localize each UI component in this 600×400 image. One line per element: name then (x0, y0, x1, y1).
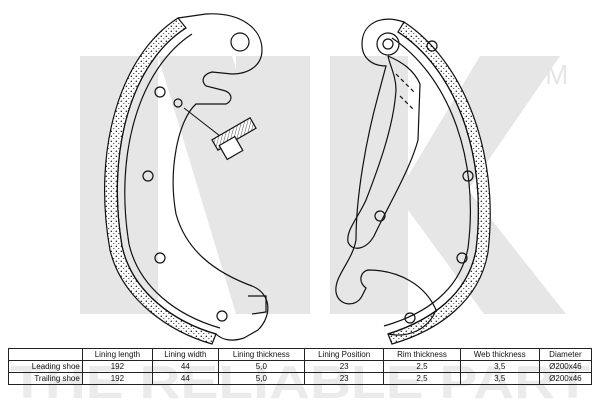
leading-web-hole (154, 252, 166, 264)
spec-header-cell: Lining length (81, 348, 153, 361)
trailing-pivot-hole (376, 32, 400, 56)
trailing-web-outline (335, 18, 437, 336)
table-cell: 23 (303, 360, 385, 373)
table-cell: 5,0 (217, 360, 305, 373)
leading-shoe (104, 13, 269, 345)
parking-lever (347, 55, 421, 249)
table-cell: 2,5 (383, 360, 461, 373)
table-cell: Ø200x46 (538, 360, 593, 373)
row-label: Trailing shoe (8, 372, 83, 385)
leading-lower-tab (248, 295, 267, 315)
trailing-web-hole (462, 170, 474, 182)
spec-header-cell: Lining thickness (217, 348, 305, 361)
spec-header-cell: Lining width (151, 348, 219, 361)
spec-header-cell: Rim thickness (383, 348, 461, 361)
leading-web-hole (154, 86, 166, 98)
table-cell: 3,5 (459, 372, 540, 385)
lever-hidden-edge (395, 73, 415, 111)
trailing-web-hole (404, 312, 416, 324)
trailing-rim (387, 31, 479, 335)
trailing-web-hole (456, 252, 468, 264)
row-label: Leading shoe (8, 360, 83, 373)
leading-web-hole (142, 170, 154, 182)
leading-rim (116, 27, 217, 335)
trailing-shoe (335, 18, 491, 345)
leading-lining (104, 17, 217, 345)
logo-n-right-stroke (236, 56, 310, 314)
trailing-pivot-pin (382, 38, 394, 50)
trademark-mark: TM (528, 59, 568, 90)
trailing-web-hole (374, 210, 386, 222)
nk-logo-watermark (80, 56, 566, 314)
leading-strut-clip (218, 135, 244, 161)
table-cell: 44 (151, 360, 219, 373)
trailing-web-hole (426, 40, 438, 52)
table-cell: 192 (81, 360, 153, 373)
table-cell: Ø200x46 (538, 372, 593, 385)
table-cell: 3,5 (459, 360, 540, 373)
leading-web-outline (172, 13, 269, 341)
spec-header-row: Lining length Lining width Lining thickn… (8, 348, 593, 361)
trailing-lining (387, 21, 491, 345)
leading-pivot-hole (230, 32, 250, 52)
table-row: Trailing shoe 192 44 5,0 23 2,5 3,5 Ø200… (8, 372, 593, 385)
table-cell: 192 (81, 372, 153, 385)
table-cell: 2,5 (383, 372, 461, 385)
leading-rim-inner (124, 33, 221, 329)
leading-spring-hole (173, 98, 183, 108)
spec-table: Lining length Lining width Lining thickn… (8, 348, 593, 385)
leading-web-hole (216, 310, 228, 322)
trailing-rim-inner (383, 37, 471, 327)
table-cell: 44 (151, 372, 219, 385)
spec-header-cell: Lining Position (303, 348, 385, 361)
logo-k-arms (408, 56, 566, 314)
spec-header-cell (8, 348, 83, 361)
table-cell: 23 (303, 372, 385, 385)
spec-header-cell: Diameter (538, 348, 593, 361)
spec-header-cell: Web thickness (459, 348, 540, 361)
table-cell: 5,0 (217, 372, 305, 385)
table-row: Leading shoe 192 44 5,0 23 2,5 3,5 Ø200x… (8, 360, 593, 373)
